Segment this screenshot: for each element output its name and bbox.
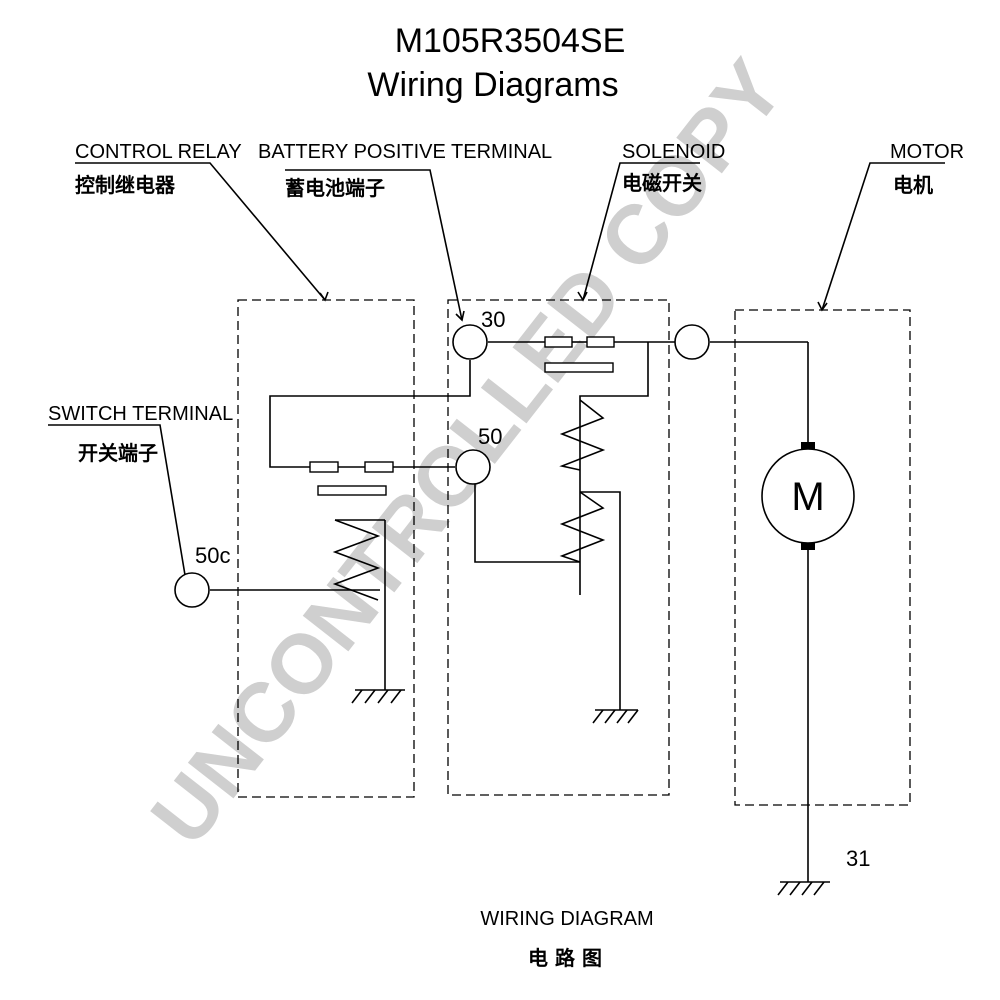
motor-symbol: M bbox=[761, 442, 855, 550]
control-relay-box bbox=[237, 299, 415, 798]
relay-contact-bar bbox=[317, 485, 387, 496]
switch-terminal-label: SWITCH TERMINAL bbox=[48, 403, 233, 425]
solenoid-contact-left bbox=[544, 336, 573, 348]
motor-symbol-letter: M bbox=[791, 475, 824, 519]
terminal-30-label: 30 bbox=[481, 307, 505, 332]
solenoid-hold-coil bbox=[559, 491, 606, 563]
relay-contact-right bbox=[364, 461, 394, 473]
diagram-subtitle: Wiring Diagrams bbox=[367, 66, 618, 104]
terminal-50-label: 50 bbox=[478, 424, 502, 449]
relay-contacts bbox=[309, 461, 394, 496]
terminal-50 bbox=[455, 449, 491, 485]
battery-terminal-label: BATTERY POSITIVE TERMINAL bbox=[258, 141, 552, 163]
ground-solenoid bbox=[592, 709, 639, 724]
wires bbox=[210, 341, 809, 882]
solenoid-label: SOLENOID bbox=[622, 141, 725, 163]
solenoid-contact-bar bbox=[544, 362, 614, 373]
motor-terminal bbox=[674, 324, 710, 360]
motor-label: MOTOR bbox=[890, 141, 964, 163]
footer-label-cn: 电 路 图 bbox=[528, 946, 602, 970]
relay-contact-left bbox=[309, 461, 339, 473]
motor-label-cn: 电机 bbox=[893, 173, 933, 197]
solenoid-label-cn: 电磁开关 bbox=[622, 171, 702, 195]
solenoid-contacts bbox=[544, 336, 615, 373]
control-relay-label: CONTROL RELAY bbox=[75, 141, 242, 163]
terminal-31-label: 31 bbox=[846, 846, 870, 871]
footer-label: WIRING DIAGRAM bbox=[480, 908, 653, 930]
control-relay-label-cn: 控制继电器 bbox=[75, 173, 176, 197]
ground-relay bbox=[351, 689, 405, 704]
solenoid-pull-coil bbox=[559, 399, 606, 471]
battery-terminal-label-cn: 蓄电池端子 bbox=[285, 176, 385, 200]
solenoid-contact-right bbox=[586, 336, 615, 348]
motor-box bbox=[734, 309, 911, 806]
terminal-30 bbox=[452, 324, 488, 360]
model-title: M105R3504SE bbox=[395, 22, 626, 60]
leader-lines bbox=[48, 162, 945, 576]
switch-terminal-label-cn: 开关端子 bbox=[78, 441, 158, 465]
relay-coil bbox=[332, 519, 381, 601]
solenoid-box bbox=[447, 299, 670, 796]
terminal-50c-label: 50c bbox=[195, 543, 230, 568]
ground-motor bbox=[777, 881, 830, 896]
terminal-50c bbox=[174, 572, 210, 608]
